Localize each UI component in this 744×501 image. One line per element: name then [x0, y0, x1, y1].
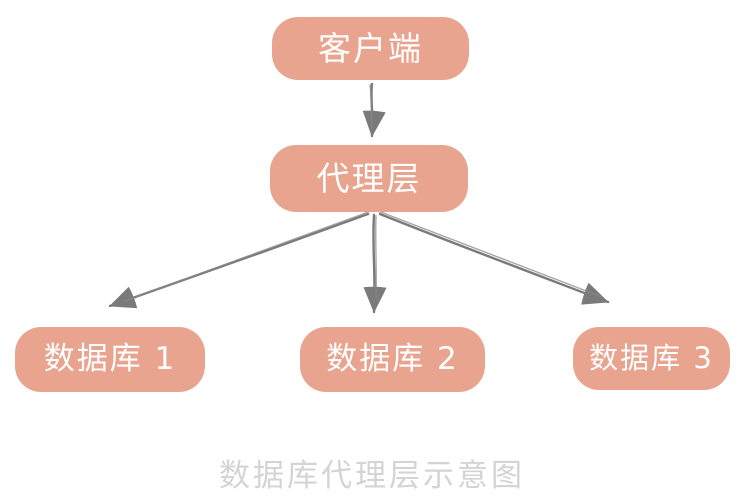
- diagram-caption: 数据库代理层示意图: [219, 458, 525, 494]
- node-database-2-label: 数据库 2: [326, 341, 459, 377]
- edge-proxy-db3: [378, 212, 610, 305]
- edge-proxy-db2: [363, 213, 387, 314]
- node-client-label: 客户端: [318, 29, 423, 68]
- node-proxy-layer: 代理层: [270, 145, 468, 212]
- node-client: 客户端: [272, 17, 469, 80]
- node-database-1-label: 数据库 1: [43, 341, 177, 377]
- edge-proxy-db3-sketch: [377, 210, 603, 298]
- edge-client-proxy-sketch: [369, 84, 373, 129]
- node-proxy-layer-label: 代理层: [316, 159, 422, 198]
- node-database-3-label: 数据库 3: [589, 341, 714, 375]
- edge-proxy-db1: [108, 212, 370, 309]
- node-database-1: 数据库 1: [15, 327, 205, 392]
- node-database-2: 数据库 2: [300, 327, 485, 392]
- node-database-3: 数据库 3: [573, 327, 730, 390]
- edge-proxy-db2-sketch: [375, 215, 377, 299]
- edge-proxy-db1-sketch: [124, 210, 372, 302]
- edge-client-proxy: [362, 82, 386, 138]
